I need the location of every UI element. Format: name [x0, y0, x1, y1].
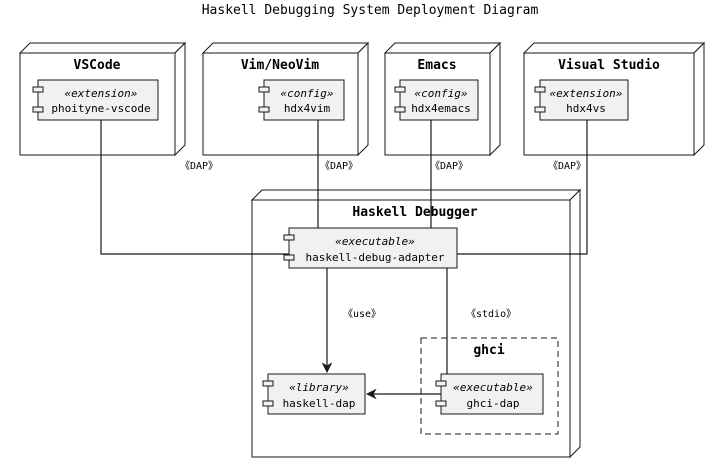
diagram-title: Haskell Debugging System Deployment Diag…: [202, 3, 539, 18]
component-name-hdx4vim: hdx4vim: [284, 102, 331, 115]
component-name-phoityne-vscode: phoityne-vscode: [51, 102, 150, 115]
stereotype-ghci-dap: «executable»: [453, 381, 532, 394]
component-name-haskell-dap: haskell-dap: [283, 397, 356, 410]
stereotype-phoityne-vscode: «extension»: [65, 87, 138, 100]
component-name-ghci-dap: ghci-dap: [467, 397, 520, 410]
edge-label-dap-vscode: 《DAP》: [180, 160, 218, 172]
node-label-haskell-debugger: Haskell Debugger: [352, 205, 477, 220]
edge-label-stdio: 《stdio》: [466, 308, 516, 320]
node-visual-studio: Visual Studio «extension» hdx4vs: [522, 41, 706, 157]
node-label-visual-studio: Visual Studio: [558, 58, 660, 73]
frame-label-ghci: ghci: [473, 343, 504, 358]
component-hdx4vim: «config» hdx4vim: [258, 79, 345, 121]
component-hdx4emacs: «config» hdx4emacs: [394, 79, 479, 121]
stereotype-hdx4emacs: «config»: [415, 87, 468, 100]
node-emacs: Emacs «config» hdx4emacs: [383, 41, 502, 157]
component-name-haskell-debug-adapter: haskell-debug-adapter: [305, 251, 444, 264]
component-haskell-dap: «library» haskell-dap: [262, 373, 366, 415]
frame-ghci: ghci «executable» ghci-dap: [420, 337, 559, 435]
edge-label-dap-visual-studio: 《DAP》: [548, 160, 586, 172]
edge-label-dap-emacs: 《DAP》: [430, 160, 468, 172]
edge-dap-vscode: [100, 120, 289, 255]
node-label-vscode: VSCode: [74, 58, 121, 73]
component-name-hdx4vs: hdx4vs: [566, 102, 606, 115]
component-ghci-dap: «executable» ghci-dap: [435, 373, 544, 415]
node-vscode: VSCode «extension» phoityne-vscode: [18, 41, 187, 157]
component-name-hdx4emacs: hdx4emacs: [411, 102, 471, 115]
component-haskell-debug-adapter: «executable» haskell-debug-adapter: [283, 227, 458, 269]
edge-label-dap-vim: 《DAP》: [320, 160, 358, 172]
node-label-vim: Vim/NeoVim: [241, 58, 319, 73]
stereotype-haskell-dap: «library»: [289, 381, 349, 394]
component-hdx4vs: «extension» hdx4vs: [534, 79, 629, 121]
stereotype-hdx4vim: «config»: [281, 87, 334, 100]
edge-label-use: 《use》: [343, 308, 381, 320]
node-label-emacs: Emacs: [417, 58, 456, 73]
node-haskell-debugger: Haskell Debugger «executable» haskell-de…: [250, 188, 582, 459]
stereotype-haskell-debug-adapter: «executable»: [335, 235, 414, 248]
edge-dap-visual-studio: [457, 120, 588, 255]
component-phoityne-vscode: «extension» phoityne-vscode: [32, 79, 159, 121]
stereotype-hdx4vs: «extension»: [550, 87, 623, 100]
node-vim: Vim/NeoVim «config» hdx4vim: [201, 41, 370, 157]
